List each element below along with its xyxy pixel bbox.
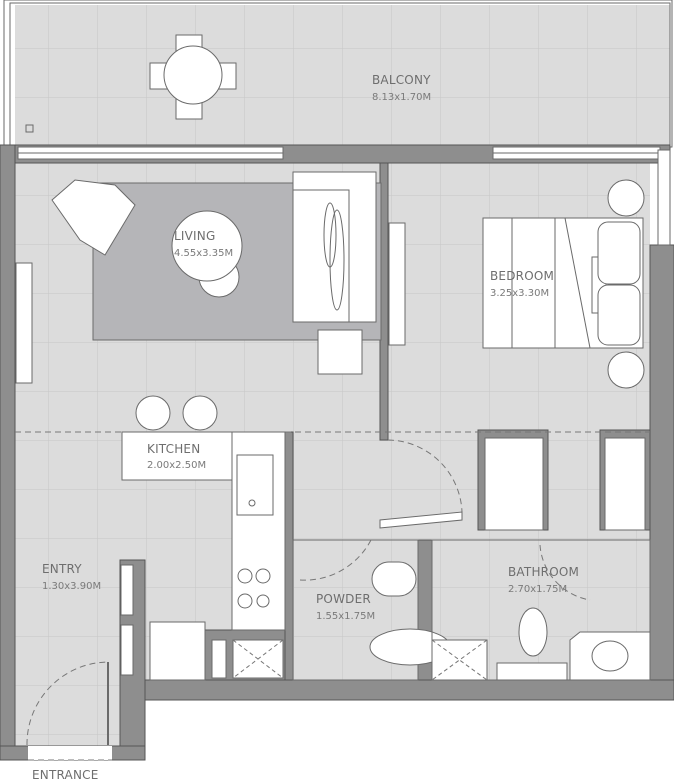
- sofa: [292, 171, 377, 323]
- lamp-icon: [607, 351, 645, 389]
- windows: [15, 146, 671, 761]
- pillow: [597, 221, 641, 285]
- tv-unit: [388, 222, 406, 346]
- side-table: [317, 329, 363, 375]
- room-name: BATHROOM: [508, 565, 579, 579]
- washbasin: [371, 561, 417, 597]
- room-size: 1.30x3.90M: [42, 581, 101, 592]
- room-size: 2.00x2.50M: [147, 460, 206, 471]
- bar-stool: [135, 395, 171, 431]
- bathtub-edge: [496, 662, 568, 681]
- powder-room: POWDER 1.55x1.75M: [292, 439, 463, 681]
- washbasin: [591, 640, 629, 672]
- sink-icon: [236, 454, 274, 516]
- room-name: BEDROOM: [490, 269, 554, 283]
- fridge: [149, 621, 206, 681]
- kitchen-counter: [231, 431, 286, 631]
- room-size: 1.55x1.75M: [316, 611, 375, 622]
- coffee-table: [171, 210, 243, 282]
- toilet: [518, 607, 548, 657]
- room-name: ENTRY: [42, 562, 82, 576]
- room-name: POWDER: [316, 592, 371, 606]
- kitchen: KITCHEN 2.00x2.50M: [121, 395, 286, 681]
- room-name: BALCONY: [372, 73, 431, 87]
- room-size: 4.55x3.35M: [174, 248, 233, 259]
- drain-icon: [25, 124, 34, 133]
- room-name: KITCHEN: [147, 442, 200, 456]
- balcony: [3, 0, 673, 148]
- bedroom: BEDROOM 3.25x3.30M: [482, 179, 646, 531]
- entrance-label: ENTRANCE: [32, 768, 99, 781]
- wardrobe: [604, 437, 646, 531]
- dining-table: [149, 34, 237, 120]
- entry: ENTRY 1.30x3.90M ENTRANCE: [26, 562, 134, 781]
- room-name: LIVING: [174, 229, 215, 243]
- room-size: 2.70x1.75M: [508, 584, 567, 595]
- room-size: 3.25x3.30M: [490, 288, 549, 299]
- lamp-icon: [607, 179, 645, 217]
- stove-burner-icon: [237, 568, 253, 584]
- room-size: 8.13x1.70M: [372, 92, 431, 103]
- door: [379, 511, 463, 529]
- bathroom: BATHROOM 2.70x1.75M: [431, 539, 651, 681]
- vanity: [569, 631, 651, 681]
- wardrobe: [484, 437, 544, 531]
- door-swing: [26, 661, 109, 746]
- pillow: [597, 284, 641, 346]
- armchair: [51, 179, 136, 256]
- living-room: LIVING 4.55x3.35M: [51, 171, 406, 375]
- bar-stool: [182, 395, 218, 431]
